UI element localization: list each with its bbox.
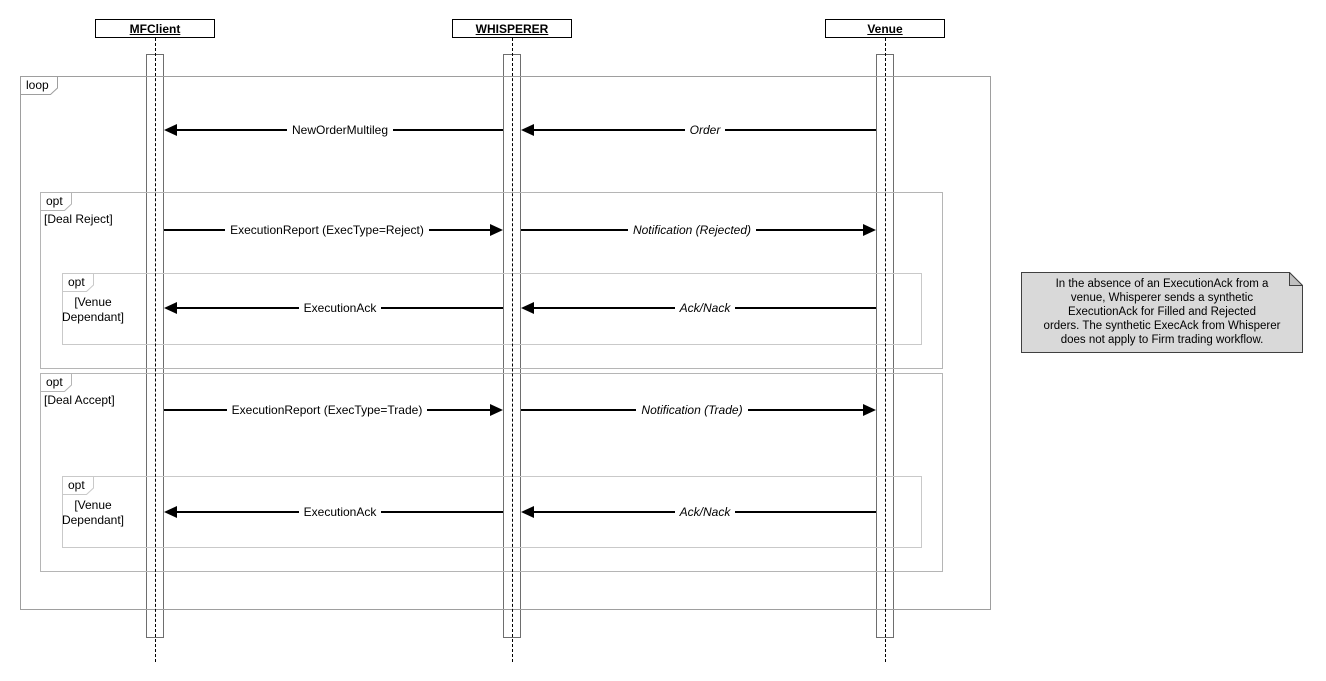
message-order: Order — [521, 123, 876, 137]
message-notification-trade: Notification (Trade) — [521, 403, 876, 417]
actor-whisperer-label: WHISPERER — [475, 21, 549, 36]
opt-frame-deal-reject: opt — [40, 192, 943, 369]
message-acknack-1: Ack/Nack — [521, 301, 876, 315]
note-text: In the absence of an ExecutionAck from a… — [1043, 278, 1281, 346]
lifeline-mfclient — [155, 38, 156, 662]
loop-frame: loop — [20, 76, 991, 610]
actor-mfclient: MFClient — [95, 19, 215, 38]
message-label: ExecutionReport (ExecType=Trade) — [231, 403, 423, 417]
message-executionreport-reject: ExecutionReport (ExecType=Reject) — [164, 223, 504, 237]
message-label: Order — [689, 123, 721, 137]
arrowhead-left-icon — [164, 124, 177, 136]
note-synthetic-executionack: In the absence of an ExecutionAck from a… — [1021, 272, 1303, 353]
message-executionreport-trade: ExecutionReport (ExecType=Trade) — [164, 403, 503, 417]
note-shape — [1021, 272, 1303, 353]
frame-label-pentagon — [40, 192, 72, 211]
frame-label-pentagon — [20, 76, 58, 95]
guard-deal-accept: [Deal Accept] — [44, 393, 115, 407]
arrowhead-left-icon — [521, 124, 534, 136]
frame-label-pentagon — [62, 273, 94, 292]
opt-frame-label-text: opt — [46, 194, 63, 208]
actor-venue: Venue — [825, 19, 945, 38]
message-label: Notification (Trade) — [641, 403, 743, 417]
frame-label-pentagon — [62, 476, 94, 495]
message-label: Ack/Nack — [679, 505, 731, 519]
arrowhead-left-icon — [164, 506, 177, 518]
arrowhead-right-icon — [863, 224, 876, 236]
message-label: Notification (Rejected) — [632, 223, 752, 237]
guard-deal-reject: [Deal Reject] — [44, 212, 113, 226]
opt-frame-label: opt — [40, 192, 73, 211]
message-label: ExecutionReport (ExecType=Reject) — [230, 223, 424, 237]
message-neworder-multileg: NewOrderMultileg — [164, 123, 503, 137]
opt-frame-label-text: opt — [46, 375, 63, 389]
actor-mfclient-label: MFClient — [129, 21, 181, 36]
guard-venue-dependant-2: [Venue Dependant] — [61, 498, 125, 527]
lifeline-venue — [885, 38, 886, 662]
arrowhead-left-icon — [521, 302, 534, 314]
note-fold-icon — [1289, 272, 1303, 286]
message-executionack-2: ExecutionAck — [164, 505, 504, 519]
message-notification-rejected: Notification (Rejected) — [521, 223, 876, 237]
opt-frame-label: opt — [62, 476, 95, 495]
arrowhead-right-icon — [490, 404, 503, 416]
message-label: Ack/Nack — [679, 301, 731, 315]
opt-frame-label: opt — [40, 373, 73, 392]
arrowhead-right-icon — [490, 224, 504, 236]
loop-frame-label-text: loop — [26, 78, 49, 92]
loop-frame-label: loop — [20, 76, 59, 95]
opt-frame-venue-dependant-1: opt — [62, 273, 922, 345]
guard-venue-dependant-1: [Venue Dependant] — [61, 295, 125, 324]
actor-whisperer: WHISPERER — [452, 19, 572, 38]
arrowhead-left-icon — [164, 302, 177, 314]
opt-frame-venue-dependant-2: opt — [62, 476, 922, 548]
message-label: ExecutionAck — [303, 505, 377, 519]
frame-label-pentagon — [40, 373, 72, 392]
actor-venue-label: Venue — [867, 21, 903, 36]
message-acknack-2: Ack/Nack — [521, 505, 876, 519]
message-executionack-1: ExecutionAck — [164, 301, 504, 315]
opt-frame-deal-accept: opt — [40, 373, 943, 572]
opt-frame-label-text: opt — [68, 275, 85, 289]
lifeline-whisperer — [512, 38, 513, 662]
arrowhead-right-icon — [863, 404, 876, 416]
opt-frame-label-text: opt — [68, 478, 85, 492]
opt-frame-label: opt — [62, 273, 95, 292]
message-label: NewOrderMultileg — [291, 123, 389, 137]
message-label: ExecutionAck — [303, 301, 377, 315]
arrowhead-left-icon — [521, 506, 534, 518]
